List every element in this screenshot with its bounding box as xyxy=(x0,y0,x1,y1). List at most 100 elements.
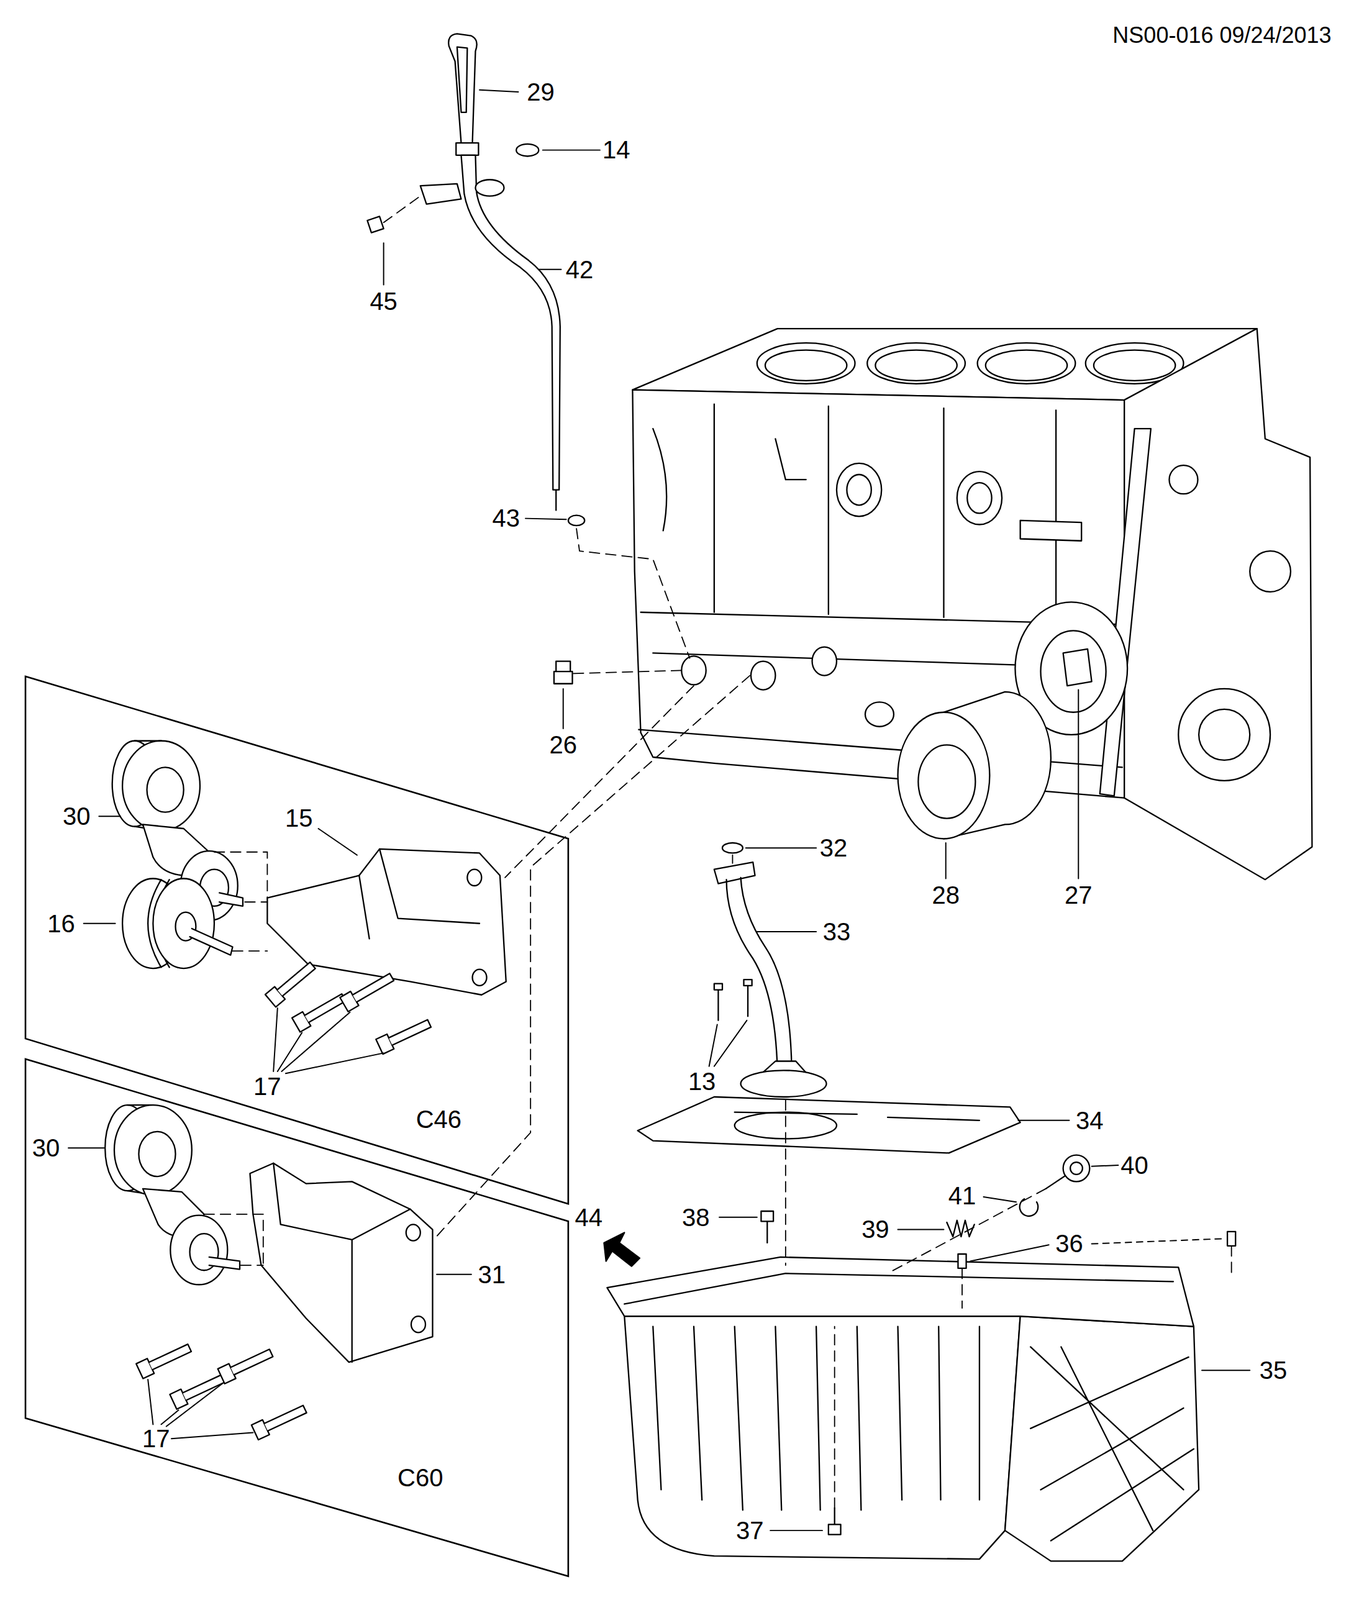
callout-number: 28 xyxy=(931,882,960,908)
bracket xyxy=(472,969,487,986)
leader-line xyxy=(719,1216,758,1219)
callout-number: 30 xyxy=(62,803,91,829)
callout-number: 43 xyxy=(492,504,521,532)
bolt xyxy=(218,1345,275,1384)
oil-pan xyxy=(606,1257,1199,1562)
dipstick xyxy=(448,33,477,143)
callout-number: 31 xyxy=(478,1260,507,1289)
idler-pulley xyxy=(122,878,233,969)
callout-number: 26 xyxy=(549,732,578,758)
engine-block xyxy=(1020,520,1082,541)
leader-line xyxy=(383,242,385,285)
callout-number: 34 xyxy=(1075,1108,1104,1133)
o-ring xyxy=(516,144,539,157)
leader-line xyxy=(83,922,116,925)
bolt xyxy=(182,1374,225,1400)
engine-block xyxy=(836,463,882,517)
callout-number: 41 xyxy=(948,1183,977,1209)
callout-number: 35 xyxy=(1259,1357,1288,1383)
callout-number: 28 xyxy=(931,881,960,909)
bolt xyxy=(714,983,723,1021)
leader-line xyxy=(1091,1238,1223,1244)
bolt xyxy=(149,1344,192,1370)
callout-number: 33 xyxy=(822,918,851,946)
callout-number: 39 xyxy=(861,1215,890,1243)
washer xyxy=(722,842,743,853)
callout-number: 32 xyxy=(819,835,848,861)
engine-block xyxy=(957,471,1002,525)
callout-number: 13 xyxy=(688,1068,717,1094)
panel-outline xyxy=(25,1059,569,1577)
callout-number: 27 xyxy=(1064,881,1093,909)
engine-block xyxy=(1198,709,1250,761)
dowel-pin xyxy=(957,1231,1236,1269)
bolt xyxy=(743,979,752,1017)
callout-number: 32 xyxy=(819,834,848,862)
leader-line xyxy=(538,268,561,271)
assembly-line xyxy=(785,1099,787,1266)
tensioner xyxy=(114,1104,192,1196)
washer xyxy=(722,842,743,853)
callout-number: 40 xyxy=(1120,1152,1149,1178)
bolt xyxy=(277,962,315,996)
leader-line xyxy=(98,815,120,817)
assembly-line xyxy=(732,855,734,864)
engine-block xyxy=(1178,688,1271,781)
oil-filter xyxy=(898,691,1051,840)
drain-plug xyxy=(1045,1155,1091,1189)
engine-block xyxy=(875,350,957,381)
o-ring xyxy=(516,144,585,526)
engine-block xyxy=(1099,428,1151,796)
oil-pan xyxy=(1004,1316,1199,1561)
callout-number: 29 xyxy=(526,78,555,106)
callout-number: 44 xyxy=(575,1204,604,1230)
bolt xyxy=(136,1340,309,1440)
tensioner xyxy=(219,892,243,906)
engine-block xyxy=(632,390,1125,799)
callout-number: 30 xyxy=(32,1135,61,1161)
leader-line xyxy=(525,518,567,520)
callout-number: 29 xyxy=(526,79,555,105)
assembly-line xyxy=(961,1268,963,1309)
tensioner xyxy=(138,1131,176,1177)
tensioner xyxy=(209,1257,240,1270)
assembly-line xyxy=(573,670,682,674)
callout-number: 34 xyxy=(1075,1106,1104,1135)
engine-block xyxy=(846,474,871,505)
engine-block xyxy=(1124,328,1312,880)
bolt xyxy=(367,216,384,233)
leader-line xyxy=(898,1229,945,1231)
leader-line xyxy=(983,1196,1017,1202)
callout-number: 15 xyxy=(285,805,314,831)
oil-pickup-tube xyxy=(714,862,827,1097)
callout-number: 36 xyxy=(1055,1229,1084,1258)
bracket xyxy=(406,1224,421,1241)
bolt xyxy=(388,1019,432,1046)
panel-outline xyxy=(25,676,569,1204)
oil-filter xyxy=(918,744,976,819)
callout-number: 17 xyxy=(253,1073,282,1099)
drain-plug xyxy=(1063,1155,1091,1182)
engine-block xyxy=(632,328,1312,880)
oil-pan xyxy=(624,1316,1020,1559)
callout-number: 16 xyxy=(47,911,76,937)
leader-line xyxy=(318,828,358,856)
leader-line xyxy=(1091,1165,1119,1167)
engine-block xyxy=(985,350,1068,381)
bolt xyxy=(760,1211,841,1535)
spring xyxy=(946,1220,974,1237)
dipstick xyxy=(555,490,557,511)
callout-number: 40 xyxy=(1120,1151,1149,1179)
option-panel: C60 xyxy=(25,1059,569,1577)
engine-block xyxy=(757,342,856,384)
leader-line xyxy=(68,90,1250,1531)
view-arrow xyxy=(603,1232,640,1266)
oil-pickup-tube xyxy=(740,1070,827,1097)
leader-line xyxy=(945,842,947,879)
oil-filter-mount xyxy=(1040,630,1106,712)
spring xyxy=(946,1220,974,1237)
option-panel: C46 xyxy=(25,676,569,1204)
